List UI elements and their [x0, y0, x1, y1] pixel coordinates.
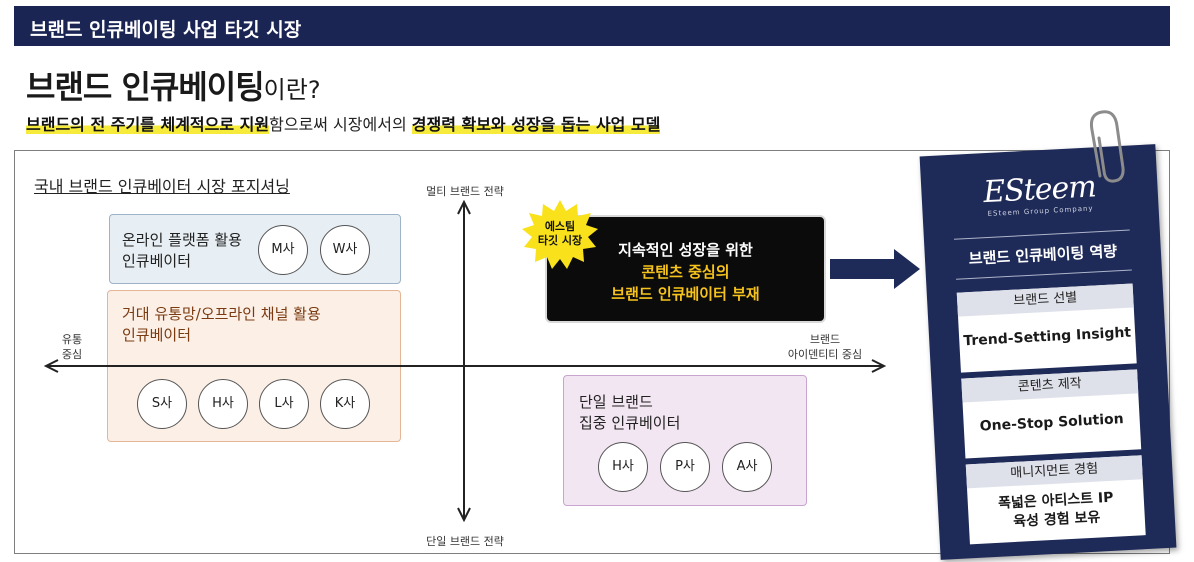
- company-circle: W사: [320, 225, 370, 275]
- axis-label-left-line2: 중심: [61, 348, 83, 361]
- card-section-management: 매니지먼트 경험 폭넓은 아티스트 IP 육성 경험 보유: [965, 455, 1146, 545]
- target-market-burst: 에스팀 타깃 시장: [520, 198, 600, 272]
- headline: 브랜드 인큐베이팅이란?: [26, 62, 321, 108]
- card-caption: 브랜드 인큐베이팅 역량: [968, 242, 1118, 269]
- map-title: 국내 브랜드 인큐베이터 시장 포지셔닝: [34, 177, 290, 196]
- headline-suffix: 이란?: [263, 76, 321, 104]
- company-circle: K사: [320, 379, 370, 429]
- company-circle: P사: [660, 442, 710, 492]
- single-label: 단일 브랜드 집중 인큐베이터: [579, 392, 680, 434]
- burst-line1: 에스팀: [544, 220, 576, 233]
- subline-plain: 함으로써 시장에서의: [269, 115, 412, 134]
- gap-line3: 브랜드 인큐베이터 부재: [611, 285, 760, 303]
- company-circle: A사: [722, 442, 772, 492]
- header-title: 브랜드 인큐베이팅 사업 타깃 시장: [30, 19, 302, 41]
- headline-main: 브랜드 인큐베이팅: [26, 68, 265, 106]
- card-section-body: 폭넓은 아티스트 IP 육성 경험 보유: [967, 479, 1145, 534]
- large-label-line1: 거대 유통망/오프라인 채널 활용: [122, 305, 321, 323]
- axis-label-top: 멀티 브랜드 전략: [426, 185, 504, 198]
- subline-highlight-1: 브랜드의 전 주기를 체계적으로 지원: [26, 115, 270, 134]
- burst-text: 에스팀 타깃 시장: [520, 220, 600, 248]
- card-section-brand-selection: 브랜드 선별 Trend-Setting Insight: [956, 283, 1137, 373]
- company-circle: H사: [598, 442, 648, 492]
- card-section-content-production: 콘텐츠 제작 One-Stop Solution: [961, 369, 1142, 459]
- company-circle: H사: [198, 379, 248, 429]
- axis-label-right: 브랜드 아이덴티티 중심: [770, 332, 880, 362]
- single-label-line2: 집중 인큐베이터: [579, 414, 681, 432]
- single-label-line1: 단일 브랜드: [579, 393, 653, 411]
- axis-label-left-line1: 유통: [61, 333, 83, 346]
- large-label: 거대 유통망/오프라인 채널 활용 인큐베이터: [122, 304, 321, 346]
- card-divider: [953, 229, 1130, 240]
- axis-label-right-line2: 아이덴티티 중심: [787, 348, 863, 361]
- axis-arrow-up: [457, 199, 471, 215]
- company-circle: S사: [137, 379, 187, 429]
- axis-arrow-right: [871, 359, 887, 373]
- large-label-line2: 인큐베이터: [122, 326, 192, 344]
- gap-line2: 콘텐츠 중심의: [641, 263, 730, 281]
- online-label-line1: 온라인 플랫폼 활용: [122, 231, 242, 249]
- header-bar: 브랜드 인큐베이팅 사업 타깃 시장: [14, 6, 1170, 46]
- axis-arrow-down: [457, 507, 471, 523]
- axis-label-left: 유통 중심: [52, 332, 92, 362]
- positioning-panel: [14, 150, 1170, 554]
- paperclip-icon: [1090, 110, 1125, 183]
- gap-line1: 지속적인 성장을 위한: [618, 241, 753, 259]
- subline-highlight-2: 경쟁력 확보와 성장을 돕는 사업 모델: [411, 115, 661, 134]
- axis-label-bottom: 단일 브랜드 전략: [426, 535, 504, 548]
- arrow-right-icon: [830, 249, 920, 289]
- axis-arrow-left: [43, 359, 59, 373]
- online-label: 온라인 플랫폼 활용 인큐베이터: [122, 230, 242, 272]
- axis-label-right-line1: 브랜드: [809, 333, 841, 346]
- starburst-icon: [522, 200, 598, 269]
- esteem-capability-card: ESteem ESteem Group Company 브랜드 인큐베이팅 역량…: [919, 144, 1177, 560]
- card-divider: [956, 269, 1132, 280]
- company-circle: M사: [258, 225, 308, 275]
- subline: 브랜드의 전 주기를 체계적으로 지원함으로써 시장에서의 경쟁력 확보와 성장…: [26, 111, 661, 135]
- burst-line2: 타깃 시장: [537, 234, 583, 247]
- company-circle: L사: [259, 379, 309, 429]
- online-label-line2: 인큐베이터: [122, 252, 192, 270]
